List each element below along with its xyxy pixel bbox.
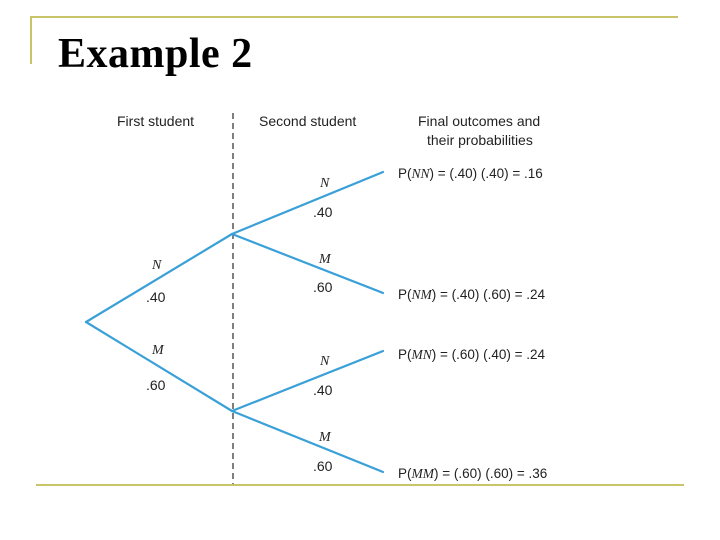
second-top-upper-label: N — [319, 176, 330, 191]
outcome-mm: P(MM) = (.60) (.60) = .36 — [398, 466, 547, 481]
branch-mn — [230, 349, 385, 413]
branch-nm — [230, 232, 385, 295]
first-lower-label: M — [151, 343, 165, 358]
outcome-nn: P(NN) = (.40) (.40) = .16 — [398, 166, 543, 181]
second-top-lower-prob: .60 — [313, 279, 333, 295]
frame-bottom-line — [36, 484, 684, 486]
second-top-upper-prob: .40 — [313, 204, 333, 220]
header-final-outcomes-line1: Final outcomes and — [418, 113, 540, 129]
branch-first-n — [84, 232, 234, 324]
first-upper-label: N — [151, 258, 162, 273]
branch-mm — [230, 409, 385, 474]
outcome-mn: P(MN) = (.60) (.40) = .24 — [398, 347, 546, 362]
header-final-outcomes-line2: their probabilities — [427, 132, 533, 148]
second-bottom-upper-label: N — [319, 354, 330, 369]
second-top-lower-label: M — [318, 252, 332, 267]
second-bottom-lower-prob: .60 — [313, 458, 333, 474]
first-lower-prob: .60 — [146, 377, 166, 393]
frame-left-line — [30, 16, 32, 64]
header-second-student: Second student — [259, 113, 356, 129]
second-bottom-lower-label: M — [318, 430, 332, 445]
first-upper-prob: .40 — [146, 289, 166, 305]
branch-first-m — [84, 320, 234, 413]
header-first-student: First student — [117, 113, 194, 129]
outcome-nm: P(NM) = (.40) (.60) = .24 — [398, 287, 546, 302]
branch-nn — [230, 170, 385, 236]
second-bottom-upper-prob: .40 — [313, 382, 333, 398]
slide-title: Example 2 — [58, 31, 253, 77]
frame-top-line — [30, 16, 678, 18]
